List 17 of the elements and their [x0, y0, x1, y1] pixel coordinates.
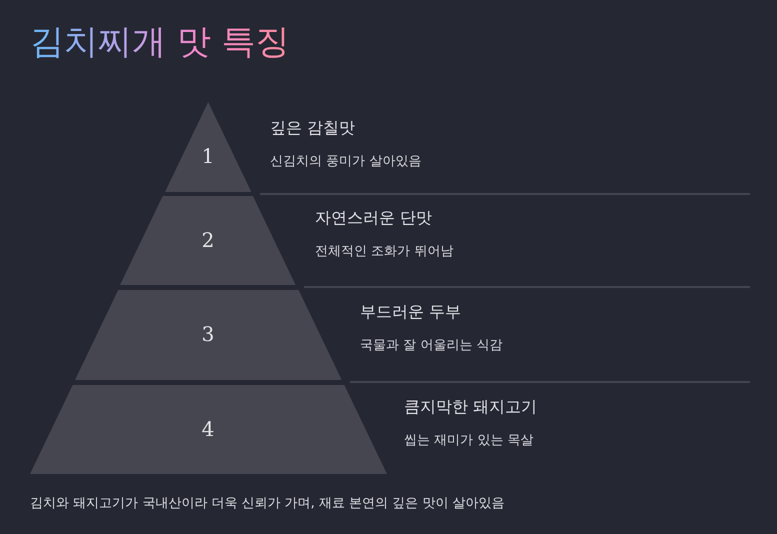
pyramid-tier [30, 385, 386, 474]
tier-number: 2 [200, 228, 216, 252]
tier-number: 1 [200, 144, 216, 168]
pyramid-tier [74, 290, 342, 380]
tier-number: 4 [200, 416, 216, 440]
tier-description: 국물과 잘 어울리는 식감 [360, 337, 502, 354]
tier-heading: 부드러운 두부 [360, 302, 462, 323]
tier-description: 신김치의 풍미가 살아있음 [270, 153, 422, 170]
tier-description: 전체적인 조화가 뛰어남 [315, 243, 454, 260]
tier-heading: 큼지막한 돼지고기 [404, 397, 538, 418]
caption: 김치와 돼지고기가 국내산이라 더욱 신뢰가 가며, 재료 본연의 깊은 맛이 살아있음 [30, 495, 504, 512]
pyramid-tier [120, 196, 296, 285]
tier-description: 씹는 재미가 있는 목살 [404, 432, 534, 449]
pyramid-tier [164, 102, 252, 192]
tier-number: 3 [200, 322, 216, 346]
tier-heading: 자연스러운 단맛 [315, 208, 432, 229]
tier-heading: 깊은 감칠맛 [270, 118, 356, 139]
